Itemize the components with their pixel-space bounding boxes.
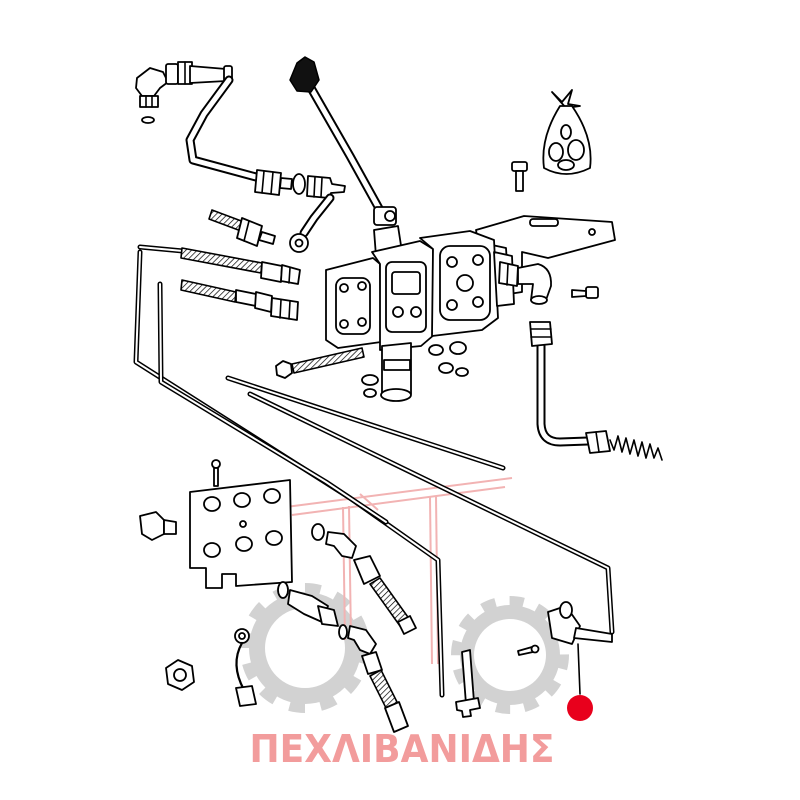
control-valve-body (325, 225, 436, 402)
fitting-set-middle (208, 209, 276, 247)
control-lever (289, 56, 397, 226)
pipe-top-left (185, 75, 261, 182)
plug-fitting-left (139, 511, 177, 541)
hose-assembly-lower-1 (311, 523, 417, 635)
pin-bolt (455, 649, 481, 718)
mounting-plate (189, 459, 293, 589)
elbow-fitting-right (498, 261, 552, 305)
parts-bag (542, 89, 592, 175)
dust-cap (165, 659, 195, 691)
pipe-right (529, 321, 663, 461)
tie-bolt (275, 347, 365, 379)
braided-hose-2 (180, 279, 299, 321)
quick-coupler-lower (277, 581, 409, 733)
bolt-side (571, 286, 599, 299)
red-marker-dot (567, 695, 593, 721)
small-screw (517, 644, 540, 656)
watermark-text: ΠΕΧΛΙΒΑΝΙΔΗΣ (250, 727, 555, 771)
quick-coupler-right (547, 601, 613, 695)
hose-lines (133, 244, 615, 698)
fitting-set-upper (254, 169, 346, 253)
dust-cap-lead (234, 628, 257, 707)
gear-right-icon (451, 596, 569, 714)
braided-hose-1 (180, 247, 301, 285)
valve-end-section (419, 230, 515, 337)
washers (361, 341, 469, 398)
elbow-fitting-top-left (135, 61, 193, 124)
lever-knob (289, 56, 320, 93)
bolt-top (511, 161, 528, 192)
